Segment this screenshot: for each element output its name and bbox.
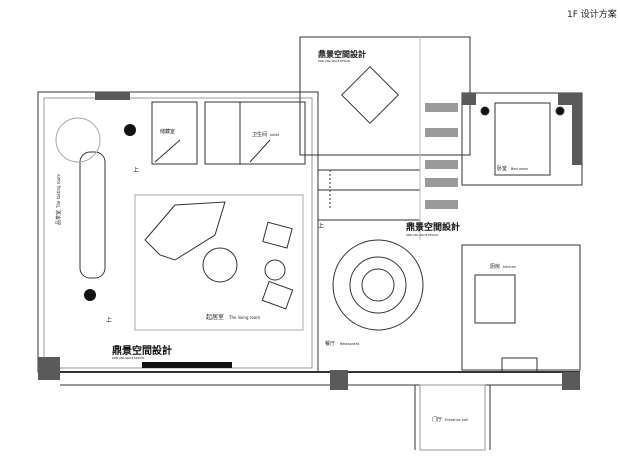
tasting-label: 品茶室 xyxy=(55,210,62,225)
entrance-label-en: Entrance hall xyxy=(445,418,468,422)
brand-logo: 鼎景空間設計 xyxy=(406,221,460,233)
stair-up-marker: 上 xyxy=(106,316,112,324)
storage-room xyxy=(151,101,198,165)
entrance-hall xyxy=(419,384,486,451)
brand-logo-sub: DING JING SPACE DESIGN xyxy=(406,233,438,237)
toilet-label: 卫生间 xyxy=(252,131,267,138)
bed xyxy=(494,102,551,176)
gray-bars xyxy=(425,103,458,209)
tea-bar xyxy=(79,151,106,279)
round-rug xyxy=(55,117,101,163)
kitchen-label: 厨房 xyxy=(490,263,500,270)
kitchen-label-en: kitchen xyxy=(503,265,516,269)
restaurant-label: 餐厅 xyxy=(325,340,335,347)
toilet-label-en: toilet xyxy=(270,133,280,137)
staircase xyxy=(317,154,421,221)
stair-up-marker: 上 xyxy=(133,166,139,174)
wall-blocks xyxy=(38,92,582,390)
plant-icon xyxy=(84,289,96,301)
round-dining-table xyxy=(332,239,424,331)
living-rug xyxy=(134,194,304,331)
kitchen-island xyxy=(474,274,516,324)
brand-logo-sub: DING JING SPACE DESIGN xyxy=(318,59,350,63)
storage-label: 储藏室 xyxy=(160,128,175,135)
square-dining-table xyxy=(341,66,399,124)
tasting-label-en: The tasting room xyxy=(56,174,61,209)
bedroom-label-en: Bed room xyxy=(511,167,529,171)
entrance-label: 门厅 xyxy=(432,416,442,423)
brand-logo-sub: DING JING SPACE DESIGN xyxy=(112,356,144,360)
stair-up-marker: 上 xyxy=(318,222,324,230)
living-label: 起居室 xyxy=(206,313,224,321)
bedroom-label: 卧室 xyxy=(497,165,507,172)
kitchen-outline xyxy=(461,244,581,371)
toilet-room xyxy=(204,101,306,165)
restaurant-label-en: Restaurant xyxy=(340,342,360,346)
brand-logo: 鼎景空間設計 xyxy=(112,344,172,357)
plant-icon xyxy=(124,124,136,136)
living-label-en: The living room xyxy=(228,315,260,320)
page-title: 1F 设计方案 xyxy=(567,8,617,20)
brand-logo: 鼎景空間設計 xyxy=(318,49,366,59)
bedroom-outline xyxy=(461,92,583,186)
